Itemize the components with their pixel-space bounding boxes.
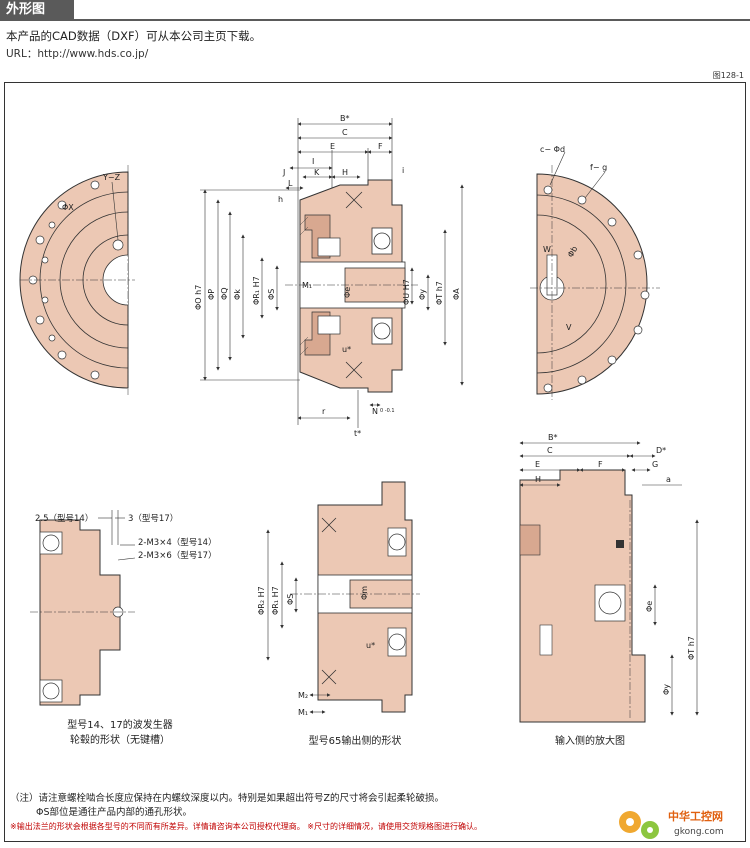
label-zoom-g: G xyxy=(652,460,658,469)
caption-zoom: 输入侧的放大图 xyxy=(555,736,625,747)
section-divider xyxy=(0,19,750,21)
label-c: C xyxy=(342,128,348,137)
label-phi-a: ΦA xyxy=(452,288,461,300)
label-zoom-phi-e: Φe xyxy=(645,601,654,612)
drawing-frame xyxy=(4,82,746,842)
label-phi-s: ΦS xyxy=(267,289,276,300)
watermark-logo: 中华工控网 gkong.com xyxy=(612,800,742,844)
label-e: E xyxy=(330,142,335,151)
label-zoom-e: E xyxy=(535,460,540,469)
label-ustar: u* xyxy=(342,345,351,354)
left-end-view: Y−Z ΦX xyxy=(19,165,135,395)
note-bolt: （注）请注意螺栓啮合长度应保持在内螺纹深度以内。特别是如果超出符号Z的尺寸将会引… xyxy=(10,793,445,804)
note-phis: ΦS部位是通往产品内部的通孔形状。 xyxy=(36,807,193,818)
label-n: N xyxy=(372,407,378,416)
note-flange: ※输出法兰的形状会根据各型号的不同而有所差异。详情请咨询本公司授权代理商。 ※尺… xyxy=(10,822,482,831)
label-m65-phi-r2h7: ΦR₂ H7 xyxy=(257,586,266,615)
label-r: r xyxy=(322,407,326,416)
label-i-upper: I xyxy=(312,157,314,166)
intro-url-text[interactable]: URL：http://www.hds.co.jp/ xyxy=(6,48,149,60)
label-c-phid: c− Φd xyxy=(540,145,565,154)
label-yz: Y−Z xyxy=(102,173,121,182)
label-detail-2p5: 2.5（型号14） xyxy=(35,513,93,524)
label-zoom-bstar: B* xyxy=(548,433,558,442)
label-k: K xyxy=(314,168,320,177)
caption-model65: 型号65输出侧的形状 xyxy=(308,736,402,747)
label-phi-oh7: ΦO h7 xyxy=(194,285,203,310)
label-j: J xyxy=(282,168,285,177)
label-phi-k: Φk xyxy=(233,289,242,300)
label-phi-uh7: ΦU H7 xyxy=(402,279,411,305)
gear-icon: 中华工控网 gkong.com xyxy=(619,809,724,839)
caption-detail-line2: 轮毂的形状（无键槽） xyxy=(70,735,170,746)
label-phi-q: ΦQ xyxy=(220,287,229,300)
intro-cad-text: 本产品的CAD数据（DXF）可从本公司主页下载。 xyxy=(6,29,262,43)
label-zoom-phi-y: Φy xyxy=(662,684,671,695)
label-detail-3: 3（型号17） xyxy=(128,513,178,524)
caption-detail: 型号14、17的波发生器 轮毂的形状（无键槽） xyxy=(50,716,190,746)
label-phi-th7: ΦT h7 xyxy=(435,281,444,305)
label-m65-phi-s: ΦS xyxy=(286,594,295,605)
label-l: L xyxy=(288,179,293,188)
label-w: W xyxy=(543,245,551,254)
caption-detail-line1: 型号14、17的波发生器 xyxy=(67,720,173,731)
label-zoom-dstar: D* xyxy=(656,446,666,455)
logo-url: gkong.com xyxy=(674,827,724,837)
label-zoom-c: C xyxy=(547,446,553,455)
label-m65-m2: M₂ xyxy=(298,691,308,700)
label-detail-m3x6: 2-M3×6（型号17） xyxy=(138,550,217,561)
label-phi-p: ΦP xyxy=(207,289,216,300)
label-zoom-phi-th7: ΦT h7 xyxy=(687,636,696,660)
label-m65-m1: M₁ xyxy=(298,708,308,717)
label-h-lower: h xyxy=(278,195,283,204)
label-m65-phi-r1h7: ΦR₁ H7 xyxy=(271,586,280,615)
label-zoom-a: a xyxy=(666,475,671,484)
label-h-upper: H xyxy=(342,168,348,177)
label-m65-ustar: u* xyxy=(366,641,375,650)
right-end-view: c− Φd f− g W Φb V xyxy=(530,145,660,400)
label-zoom-h: H xyxy=(535,475,541,484)
zoom-view: B* C D* E F G H a Φe ΦT h7 Φy xyxy=(519,433,699,723)
label-f-g: f− g xyxy=(590,163,607,172)
label-phix: ΦX xyxy=(62,203,74,212)
label-v: V xyxy=(566,323,572,332)
notes-block: （注）请注意螺栓啮合长度应保持在内螺纹深度以内。特别是如果超出符号Z的尺寸将会引… xyxy=(10,792,482,834)
model65-view: ΦR₂ H7 ΦR₁ H7 ΦS Φm u* M₂ M₁ xyxy=(257,481,420,717)
label-n-tol: 0 -0.1 xyxy=(380,408,395,414)
figure-reference: 图128-1 xyxy=(712,71,744,80)
detail-view: 2.5（型号14） 3（型号17） 2-M3×4（型号14） 2-M3×6（型号… xyxy=(30,510,217,706)
label-f: F xyxy=(378,142,383,151)
label-zoom-f: F xyxy=(598,460,603,469)
logo-text: 中华工控网 xyxy=(668,809,723,823)
label-detail-m3x4: 2-M3×4（型号14） xyxy=(138,537,217,548)
label-m1: M₁ xyxy=(302,281,312,290)
label-tstar: t* xyxy=(354,429,361,438)
center-section-view: B* C E F J I K H L h i ΦO h7 ΦP ΦQ Φk ΦR… xyxy=(194,114,464,438)
label-phi-e: Φe xyxy=(343,287,352,298)
section-title: 外形图 xyxy=(0,0,74,20)
label-i-lower: i xyxy=(402,166,404,175)
label-bstar: B* xyxy=(340,114,350,123)
label-phi-r1h7: ΦR₁ H7 xyxy=(252,276,261,305)
label-m65-phi-m: Φm xyxy=(360,586,369,600)
label-phi-y: Φy xyxy=(418,289,427,300)
